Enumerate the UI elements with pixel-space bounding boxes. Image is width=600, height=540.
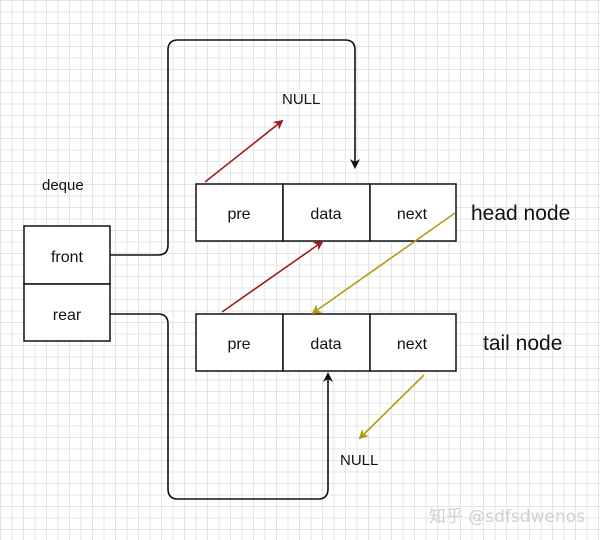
tail-node-box [195,313,457,372]
tail-next-to-null-arrow [358,374,425,440]
head-next-to-tail-data-arrow [311,212,456,315]
head-node-next-cell: next [397,206,428,223]
tail-node-pre-cell: pre [227,336,250,353]
front-pointer-arrow [110,39,360,256]
tail-node-next-cell: next [397,336,428,353]
deque-box [23,225,111,342]
head-pre-to-null-arrow [204,119,284,183]
deque-field-rear: rear [53,307,82,324]
watermark: 知乎 @sdfsdwenos [429,507,585,527]
tail-node-data-cell: data [310,336,341,353]
head-node-label: head node [471,202,570,225]
head-node-box [195,183,457,242]
tail-node-label: tail node [483,332,562,355]
head-node-data-cell: data [310,206,341,223]
null-label-bottom: NULL [340,452,378,469]
rear-pointer-arrow [110,313,333,500]
null-label-top: NULL [282,91,320,108]
deque-field-front: front [51,249,84,266]
tail-pre-to-head-data-arrow [221,240,324,313]
head-node-pre-cell: pre [227,206,250,223]
deque-label: deque [42,177,84,194]
